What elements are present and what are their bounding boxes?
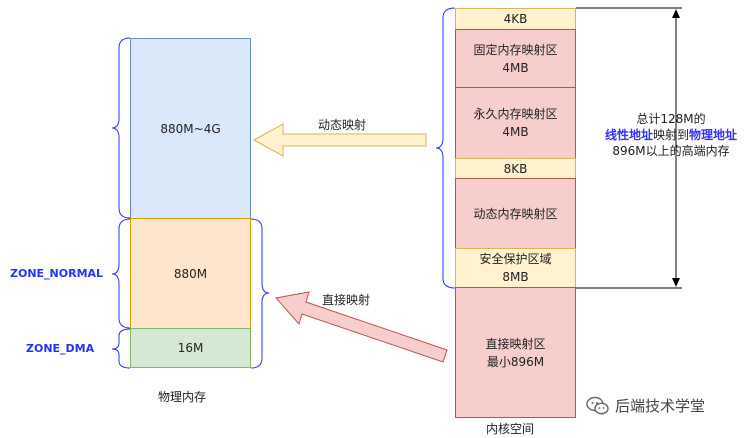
kernel-block-4kb: 4KB <box>455 8 576 30</box>
brace-highmem-left <box>435 7 456 289</box>
dimension-arrow-up <box>672 9 680 18</box>
annotation-maps-to: 映射到 <box>652 128 689 142</box>
kernel-space-caption: 内核空间 <box>486 422 535 436</box>
brace-normal-left <box>111 218 131 329</box>
zone-normal-label: ZONE_NORMAL <box>10 267 104 280</box>
annotation-physical-addr: 物理地址 <box>689 128 738 142</box>
phys-block-dma: 16M <box>130 328 251 368</box>
dimension-arrow-down <box>672 278 680 287</box>
highmem-annotation: 总计128M的 线性地址映射到物理地址 896M以上的高端内存 <box>589 111 753 159</box>
watermark-text: 后端技术学堂 <box>615 397 706 415</box>
dynamic-map-arrow <box>252 123 427 157</box>
wechat-icon <box>586 396 609 414</box>
brace-lowmem-right <box>250 218 270 369</box>
physical-memory-caption: 物理内存 <box>158 390 207 404</box>
annotation-line2: 线性地址映射到物理地址 <box>589 127 753 143</box>
direct-map-arrow <box>275 291 448 363</box>
phys-block-high: 880M~4G <box>130 38 251 219</box>
annotation-line3: 896M以上的高端内存 <box>612 144 730 158</box>
kernel-block-pkmap: 永久内存映射区 4MB <box>455 87 576 159</box>
phys-block-normal: 880M <box>130 218 251 329</box>
zone-dma-label: ZONE_DMA <box>26 342 95 355</box>
direct-map-label: 直接映射 <box>322 293 371 307</box>
kernel-block-fixmap: 固定内存映射区 4MB <box>455 29 576 88</box>
brace-high-left <box>111 37 131 219</box>
brace-dma-left <box>111 328 131 369</box>
annotation-line1: 总计128M的 <box>636 112 706 126</box>
dynamic-map-label: 动态映射 <box>318 118 367 132</box>
kernel-block-direct: 直接映射区 最小896M <box>455 287 576 418</box>
annotation-linear-addr: 线性地址 <box>604 128 653 142</box>
kernel-block-guard: 安全保护区域 8MB <box>455 248 576 288</box>
watermark: 后端技术学堂 <box>586 395 705 416</box>
kernel-block-vmalloc: 动态内存映射区 <box>455 178 576 249</box>
